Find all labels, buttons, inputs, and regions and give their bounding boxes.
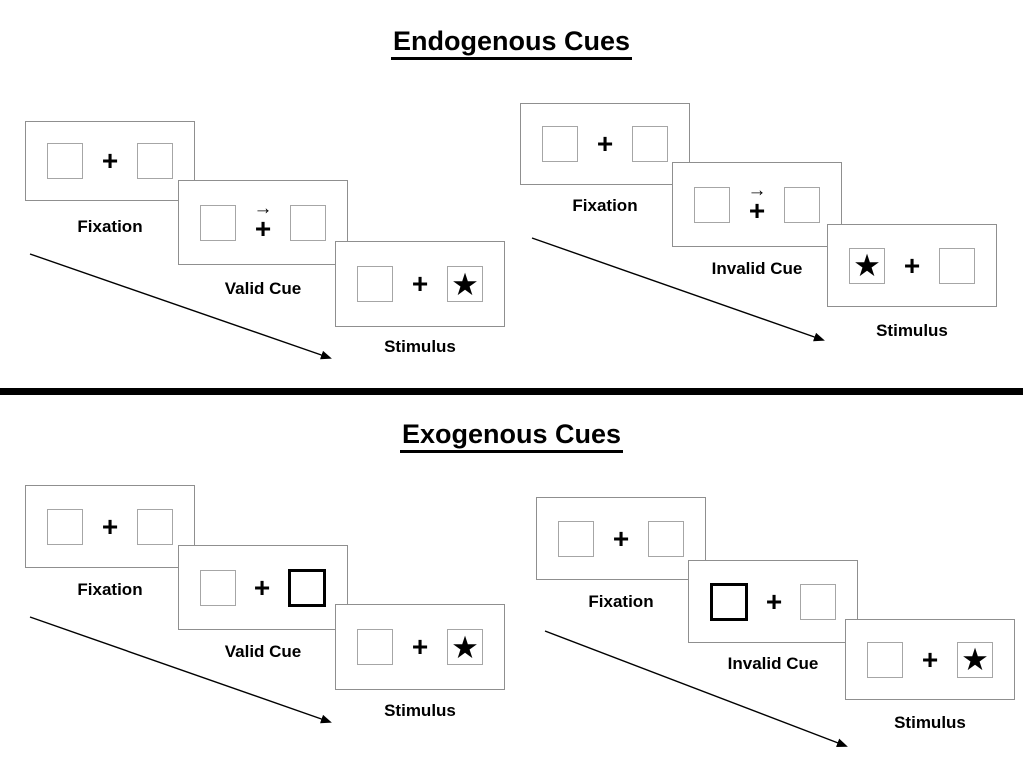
fixation-cross: → + — [747, 180, 767, 226]
left-box — [694, 186, 730, 223]
plus-icon: + — [254, 212, 272, 244]
exogenous-valid-stimulus-panel: + ★ — [335, 604, 505, 690]
timeline-arrow-icon — [544, 630, 848, 747]
star-target-icon: ★ — [451, 629, 479, 665]
section-title-exogenous-text: Exogenous Cues — [399, 419, 624, 453]
left-box — [867, 641, 903, 678]
bold-cue-box — [287, 568, 326, 607]
left-box — [47, 508, 83, 545]
left-box — [357, 266, 393, 302]
section-title-exogenous: Exogenous Cues — [0, 419, 1023, 453]
fixation-cross: + — [412, 270, 428, 298]
fixation-cross: + — [921, 643, 939, 675]
right-box — [631, 126, 668, 162]
stimulus-label: Stimulus — [384, 337, 456, 356]
plus-icon: + — [101, 510, 119, 542]
right-box — [290, 204, 326, 241]
plus-icon: + — [253, 571, 271, 603]
timeline-arrow-icon — [531, 237, 825, 342]
star-target-icon: ★ — [451, 266, 479, 302]
plus-icon: + — [921, 643, 939, 675]
exogenous-valid-cue-panel: + — [178, 545, 348, 630]
valid-cue-label: Valid Cue — [224, 279, 302, 298]
invalid-cue-label: Invalid Cue — [711, 259, 803, 278]
plus-icon: + — [596, 128, 614, 159]
invalid-cue-label: Invalid Cue — [727, 654, 819, 673]
star-target-icon: ★ — [961, 642, 989, 677]
left-box — [47, 143, 83, 179]
left-box — [558, 520, 594, 557]
endogenous-valid-stimulus-panel: + ★ — [335, 241, 505, 327]
endogenous-invalid-cue-panel: → + — [672, 162, 842, 247]
right-box — [647, 520, 684, 557]
arrow-right-cue-icon: → — [253, 198, 273, 220]
stimulus-label: Stimulus — [894, 713, 966, 732]
right-box: ★ — [446, 629, 483, 665]
endogenous-invalid-fixation-panel: + — [520, 103, 690, 185]
timeline-arrow-icon — [29, 616, 332, 724]
section-title-endogenous-text: Endogenous Cues — [390, 26, 632, 60]
fixation-label: Fixation — [77, 580, 143, 599]
fixation-cross: + — [597, 130, 613, 158]
plus-icon: + — [612, 522, 630, 554]
section-divider — [0, 388, 1023, 395]
fixation-label: Fixation — [588, 592, 654, 611]
fixation-label: Fixation — [77, 217, 143, 236]
plus-icon: + — [411, 631, 429, 662]
plus-icon: + — [411, 268, 429, 299]
endogenous-valid-fixation-panel: + — [25, 121, 195, 201]
left-box — [357, 629, 393, 665]
plus-icon: + — [903, 249, 921, 281]
arrow-right-cue-icon: → — [747, 180, 767, 202]
right-box — [938, 247, 975, 284]
left-box — [200, 204, 236, 241]
right-box — [136, 143, 173, 179]
stimulus-label: Stimulus — [384, 701, 456, 720]
fixation-cross: + — [253, 571, 271, 603]
fixation-cross: + — [612, 522, 630, 554]
exogenous-invalid-cue-panel: + — [688, 560, 858, 643]
left-box: ★ — [849, 247, 885, 284]
right-box — [136, 508, 173, 545]
valid-cue-label: Valid Cue — [224, 642, 302, 661]
bold-cue-box — [710, 582, 748, 621]
star-target-icon: ★ — [853, 248, 881, 283]
endogenous-valid-cue-panel: → + — [178, 180, 348, 265]
endogenous-invalid-stimulus-panel: ★ + — [827, 224, 997, 307]
right-box: ★ — [446, 266, 483, 302]
left-box — [542, 126, 578, 162]
right-box — [784, 186, 820, 223]
fixation-label: Fixation — [572, 196, 638, 215]
fixation-cross: → + — [253, 198, 273, 244]
plus-icon: + — [748, 194, 766, 226]
fixation-cross: + — [765, 585, 783, 617]
exogenous-invalid-fixation-panel: + — [536, 497, 706, 580]
stimulus-label: Stimulus — [876, 321, 948, 340]
section-title-endogenous: Endogenous Cues — [0, 26, 1023, 60]
fixation-cross: + — [412, 633, 428, 661]
exogenous-valid-fixation-panel: + — [25, 485, 195, 568]
plus-icon: + — [765, 585, 783, 617]
exogenous-invalid-stimulus-panel: + ★ — [845, 619, 1015, 700]
plus-icon: + — [101, 145, 119, 176]
right-box — [799, 583, 836, 620]
right-box: ★ — [956, 641, 993, 678]
left-box — [200, 569, 236, 606]
fixation-cross: + — [102, 147, 118, 175]
fixation-cross: + — [101, 510, 119, 542]
fixation-cross: + — [903, 249, 921, 281]
timeline-arrow-icon — [29, 253, 332, 360]
